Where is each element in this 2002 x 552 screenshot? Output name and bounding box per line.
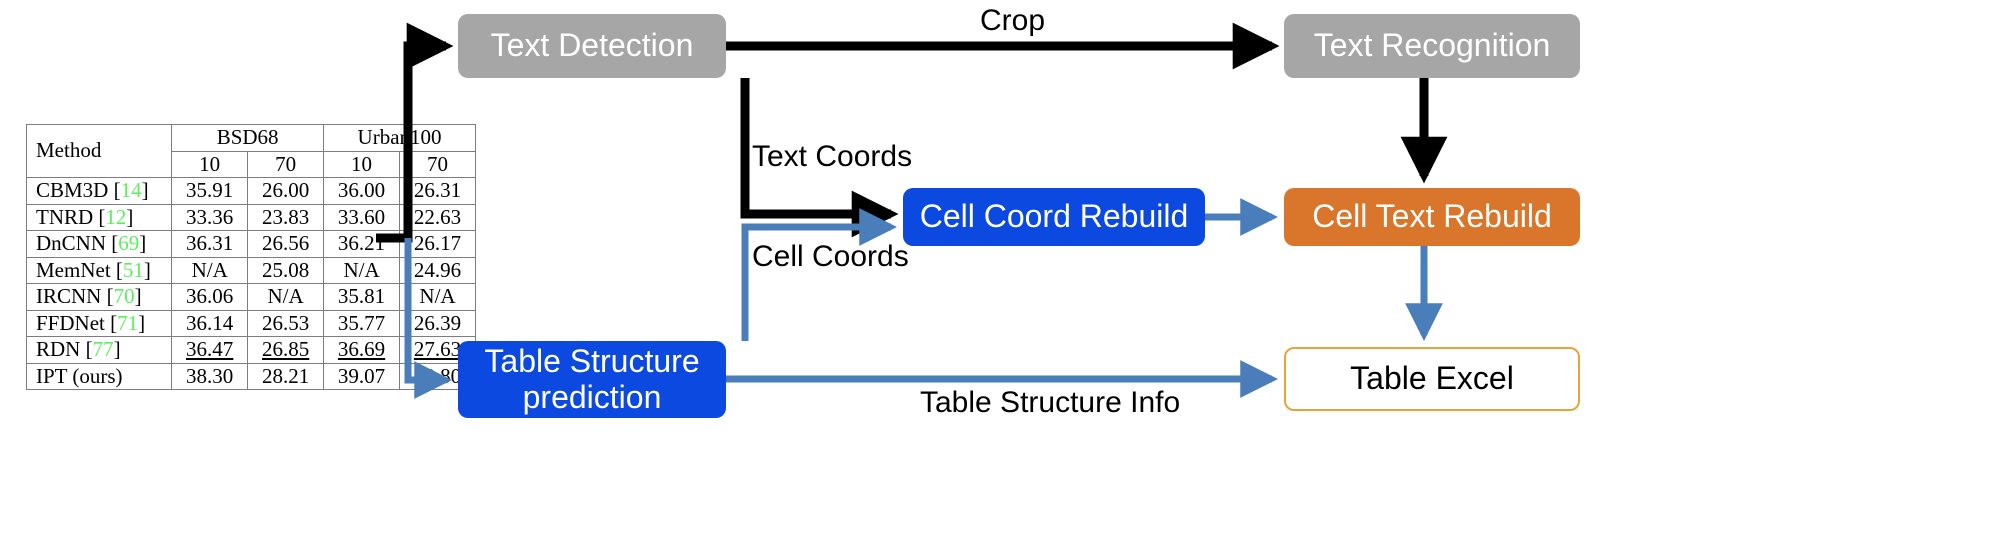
method-reference: 77	[92, 337, 114, 362]
edge-label-cell-coords: Cell Coords	[752, 240, 909, 273]
method-name: IRCNN [	[36, 284, 114, 309]
table-cell-value: 26.17	[399, 230, 476, 258]
table-cell-value: 26.53	[247, 309, 325, 338]
header-bsd68-70: 70	[247, 150, 325, 179]
method-bracket-close: ]	[138, 310, 146, 335]
results-table: Method BSD68 Urban100 10 70 10 70 CBM3D …	[25, 123, 476, 391]
table-cell-value: 36.06	[171, 283, 249, 311]
table-cell-value: 24.96	[399, 256, 476, 285]
method-bracket-close: ]	[113, 337, 121, 362]
method-bracket-close: ]	[139, 231, 147, 256]
method-reference: 70	[113, 284, 135, 309]
table-cell-value: 26.00	[247, 177, 325, 205]
psnr-results-table: Method BSD68 Urban100 10 70 10 70 CBM3D …	[25, 123, 476, 391]
method-bracket-close: ]	[134, 284, 142, 309]
node-text-recognition[interactable]: Text Recognition	[1284, 14, 1580, 78]
table-cell-value: 39.07	[323, 362, 401, 391]
table-cell-value: 26.39	[399, 309, 476, 338]
node-text-detection[interactable]: Text Detection	[458, 14, 726, 78]
table-cell-method: IRCNN [70]	[25, 283, 173, 311]
header-urban100-10: 10	[323, 150, 401, 179]
node-cell-coord-rebuild-label: Cell Coord Rebuild	[919, 198, 1189, 235]
header-method: Method	[25, 123, 173, 179]
table-cell-value: 35.81	[323, 283, 401, 311]
edge-label-crop: Crop	[980, 4, 1046, 37]
node-text-recognition-label: Text Recognition	[1313, 27, 1551, 64]
table-cell-value: N/A	[399, 283, 476, 311]
node-table-excel[interactable]: Table Excel	[1284, 347, 1580, 411]
table-cell-value: 35.91	[171, 177, 249, 205]
table-cell-method: MemNet [51]	[25, 256, 173, 285]
table-cell-method: IPT (ours)	[25, 362, 173, 391]
table-cell-method: FFDNet [71]	[25, 309, 173, 338]
table-cell-value: 26.56	[247, 230, 325, 258]
table-cell-value: 36.31	[171, 230, 249, 258]
method-name: MemNet [	[36, 257, 123, 282]
table-cell-value: 35.77	[323, 309, 401, 338]
table-cell-value: 22.63	[399, 203, 476, 232]
table-cell-value: 38.30	[171, 362, 249, 391]
table-cell-value: 36.00	[323, 177, 401, 205]
header-group-urban100: Urban100	[323, 124, 476, 152]
header-urban100-70: 70	[399, 150, 476, 179]
method-bracket-close: ]	[143, 257, 151, 282]
method-reference: 51	[122, 257, 144, 282]
method-reference: 14	[120, 178, 142, 203]
table-cell-value: 23.83	[247, 203, 325, 232]
table-cell-value: 36.14	[171, 309, 249, 338]
table-cell-value: 36.47	[171, 336, 249, 364]
table-cell-value: N/A	[323, 256, 401, 285]
method-name: TNRD [	[36, 204, 106, 229]
edge-label-table-structure-info: Table Structure Info	[920, 386, 1181, 419]
table-cell-value: N/A	[247, 283, 325, 311]
table-cell-value: 25.08	[247, 256, 325, 285]
table-cell-value: 36.69	[323, 336, 401, 364]
table-cell-value: 33.36	[171, 203, 249, 232]
method-name: FFDNet [	[36, 310, 118, 335]
node-table-structure-prediction[interactable]: Table Structure prediction	[458, 341, 726, 418]
node-table-structure-prediction-label: Table Structure prediction	[484, 342, 700, 416]
table-cell-method: DnCNN [69]	[25, 230, 173, 258]
table-cell-value: 28.21	[247, 362, 325, 391]
table-cell-value: 33.60	[323, 203, 401, 232]
method-reference: 69	[118, 231, 140, 256]
method-reference: 71	[117, 310, 139, 335]
header-bsd68-10: 10	[171, 150, 249, 179]
method-bracket-close: ]	[126, 204, 134, 229]
method-name: CBM3D [	[36, 178, 121, 203]
node-cell-text-rebuild[interactable]: Cell Text Rebuild	[1284, 188, 1580, 246]
node-cell-coord-rebuild[interactable]: Cell Coord Rebuild	[903, 188, 1205, 246]
node-table-excel-label: Table Excel	[1350, 360, 1514, 397]
node-text-detection-label: Text Detection	[490, 27, 694, 64]
table-cell-value: 26.31	[399, 177, 476, 205]
method-bracket-close: ]	[141, 178, 149, 203]
method-name: RDN [	[36, 337, 93, 362]
table-cell-method: RDN [77]	[25, 336, 173, 364]
node-table-structure-line1: Table Structure	[484, 342, 700, 379]
header-group-bsd68: BSD68	[171, 124, 325, 152]
table-cell-method: CBM3D [14]	[25, 177, 173, 205]
table-cell-value: 36.21	[323, 230, 401, 258]
table-cell-value: N/A	[171, 256, 249, 285]
table-header-row-groups: Method BSD68 Urban100	[25, 123, 476, 179]
table-header: Method BSD68 Urban100 10 70 10 70	[25, 123, 476, 179]
node-cell-text-rebuild-label: Cell Text Rebuild	[1312, 198, 1552, 235]
node-table-structure-line2: prediction	[522, 378, 662, 415]
method-reference: 12	[105, 204, 127, 229]
edge-label-text-coords: Text Coords	[752, 140, 913, 173]
table-cell-value: 26.85	[247, 336, 325, 364]
method-name: DnCNN [	[36, 231, 119, 256]
table-cell-method: TNRD [12]	[25, 203, 173, 232]
